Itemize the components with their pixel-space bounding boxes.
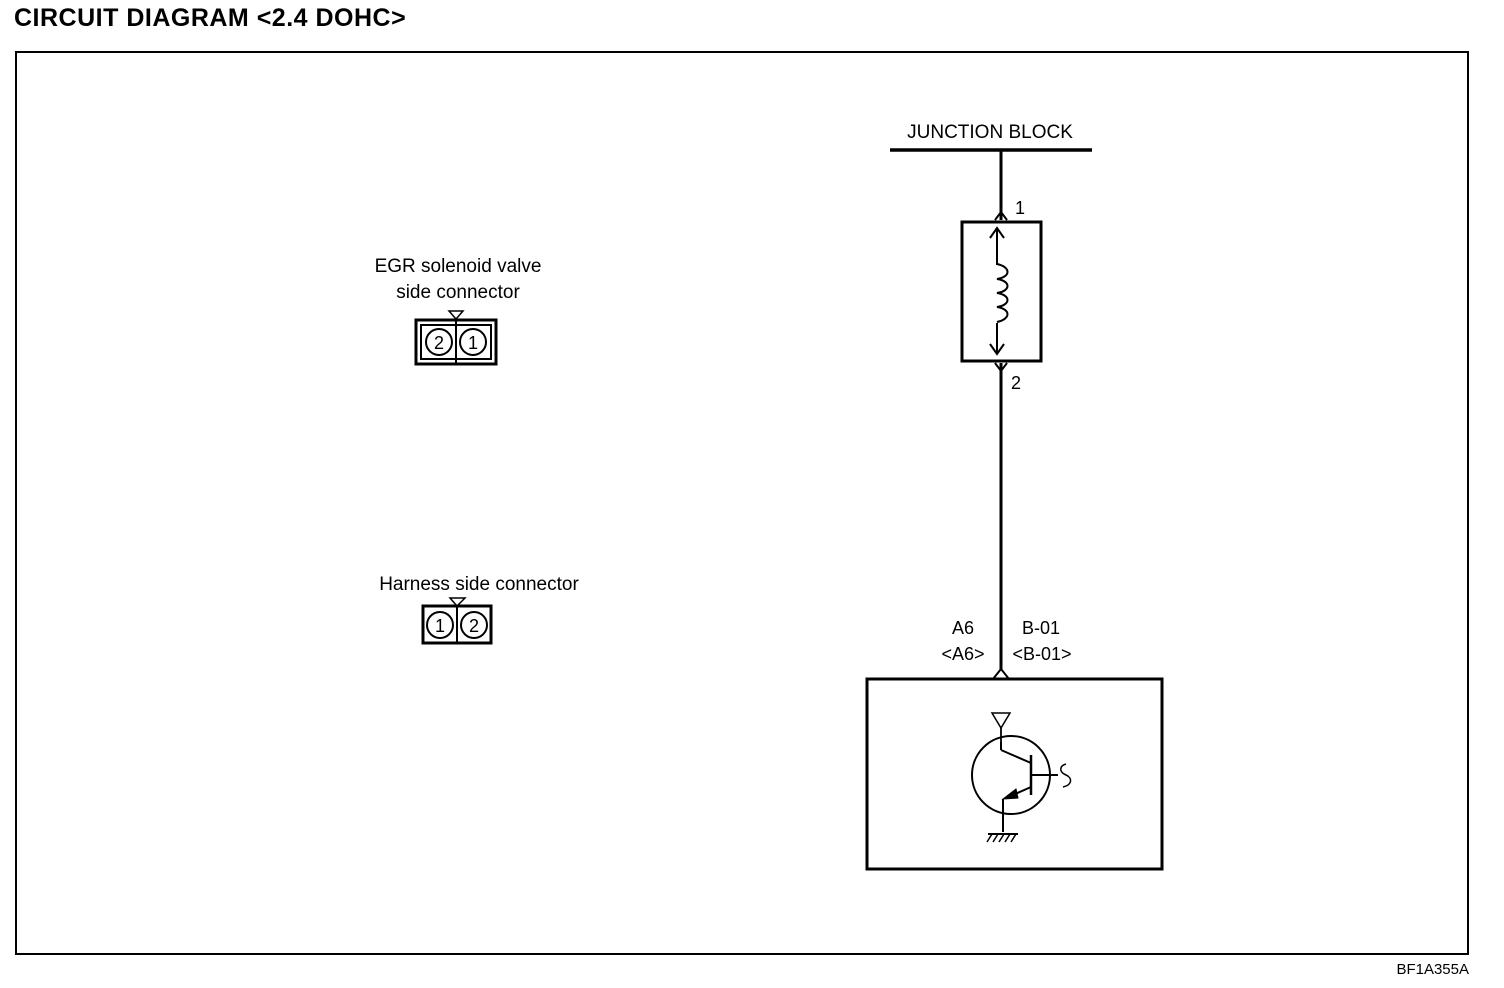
- junction-block-label: JUNCTION BLOCK: [907, 122, 1073, 143]
- egr-connector-pin-2: 2: [434, 333, 444, 353]
- harness-connector-pin-1: 1: [435, 616, 445, 636]
- harness-side-connector: [421, 597, 493, 645]
- ecu-box: [865, 677, 1164, 871]
- diagram-frame: [15, 51, 1469, 955]
- transistor-icon: [971, 712, 1072, 832]
- page-title: CIRCUIT DIAGRAM <2.4 DOHC>: [14, 4, 407, 32]
- terminal-marker-ecu: [992, 667, 1010, 680]
- egr-solenoid-side-connector: [414, 310, 498, 366]
- ground-icon: [986, 833, 1018, 843]
- solenoid-pin-1-label: 1: [1015, 198, 1025, 218]
- terminal-marker-1: [994, 210, 1008, 221]
- figure-code: BF1A355A: [1396, 961, 1469, 978]
- egr-connector-label-line2: side connector: [396, 282, 520, 303]
- solenoid-pin-2-label: 2: [1011, 373, 1021, 393]
- egr-solenoid-valve: [960, 220, 1043, 363]
- ecu-terminal-right-line2: <B-01>: [1012, 644, 1071, 664]
- egr-connector-label-line1: EGR solenoid valve: [375, 256, 542, 277]
- ecu-terminal-left-line1: A6: [952, 618, 974, 638]
- harness-connector-pin-2: 2: [469, 616, 479, 636]
- egr-connector-pin-1: 1: [468, 333, 478, 353]
- harness-connector-label: Harness side connector: [379, 574, 579, 595]
- ecu-terminal-left-line2: <A6>: [941, 644, 984, 664]
- ecu-terminal-right-line1: B-01: [1022, 618, 1060, 638]
- coil-icon: [996, 263, 1009, 323]
